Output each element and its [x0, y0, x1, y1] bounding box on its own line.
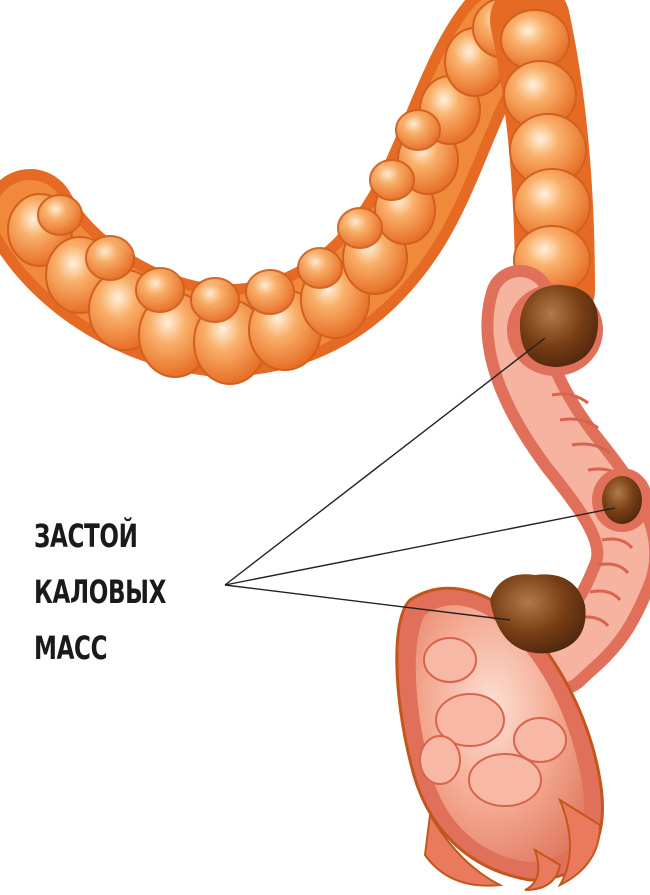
- stool-mass-upper: [507, 284, 603, 376]
- label-line-2: КАЛОВЫХ: [34, 564, 178, 620]
- label-line-1: ЗАСТОЙ: [34, 508, 178, 564]
- label-line-3: МАСС: [34, 620, 178, 676]
- stool-stagnation-label: ЗАСТОЙ КАЛОВЫХ МАСС: [34, 508, 178, 676]
- descending-colon: [501, 10, 590, 294]
- stool-mass-middle: [592, 468, 650, 532]
- transverse-colon: [8, 0, 537, 384]
